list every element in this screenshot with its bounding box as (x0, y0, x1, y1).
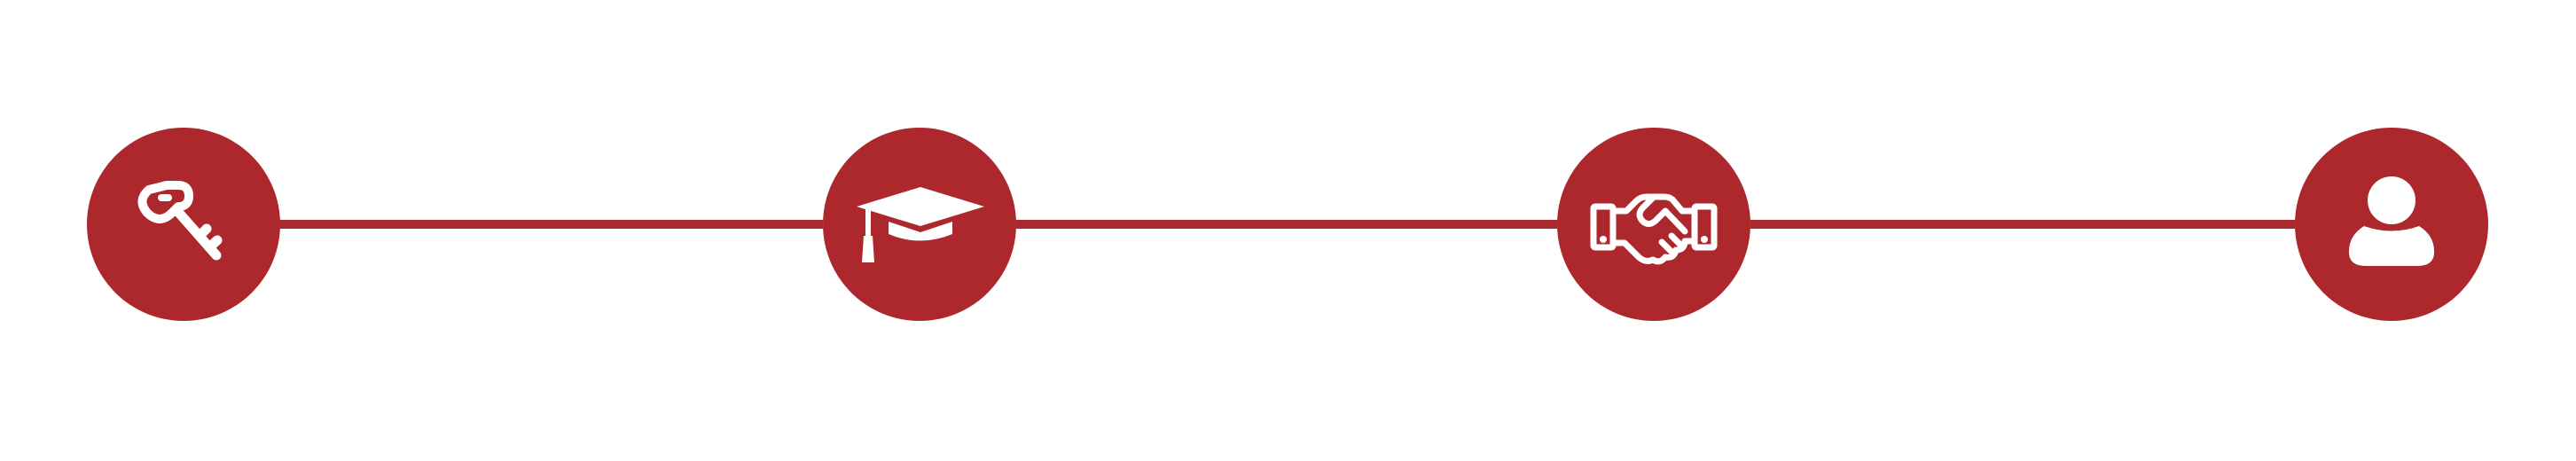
timeline-node-1 (87, 128, 280, 321)
timeline-connector-2 (1016, 220, 1557, 229)
key-icon (137, 181, 223, 261)
timeline-node-3 (1557, 128, 1750, 321)
timeline-connector-1 (278, 220, 823, 229)
timeline-node-4 (2295, 128, 2488, 321)
user-icon (2348, 176, 2435, 266)
timeline-node-2 (823, 128, 1016, 321)
handshake-icon (1590, 193, 1718, 265)
timeline-connector-3 (1750, 220, 2295, 229)
graduation-cap-icon (857, 187, 984, 262)
